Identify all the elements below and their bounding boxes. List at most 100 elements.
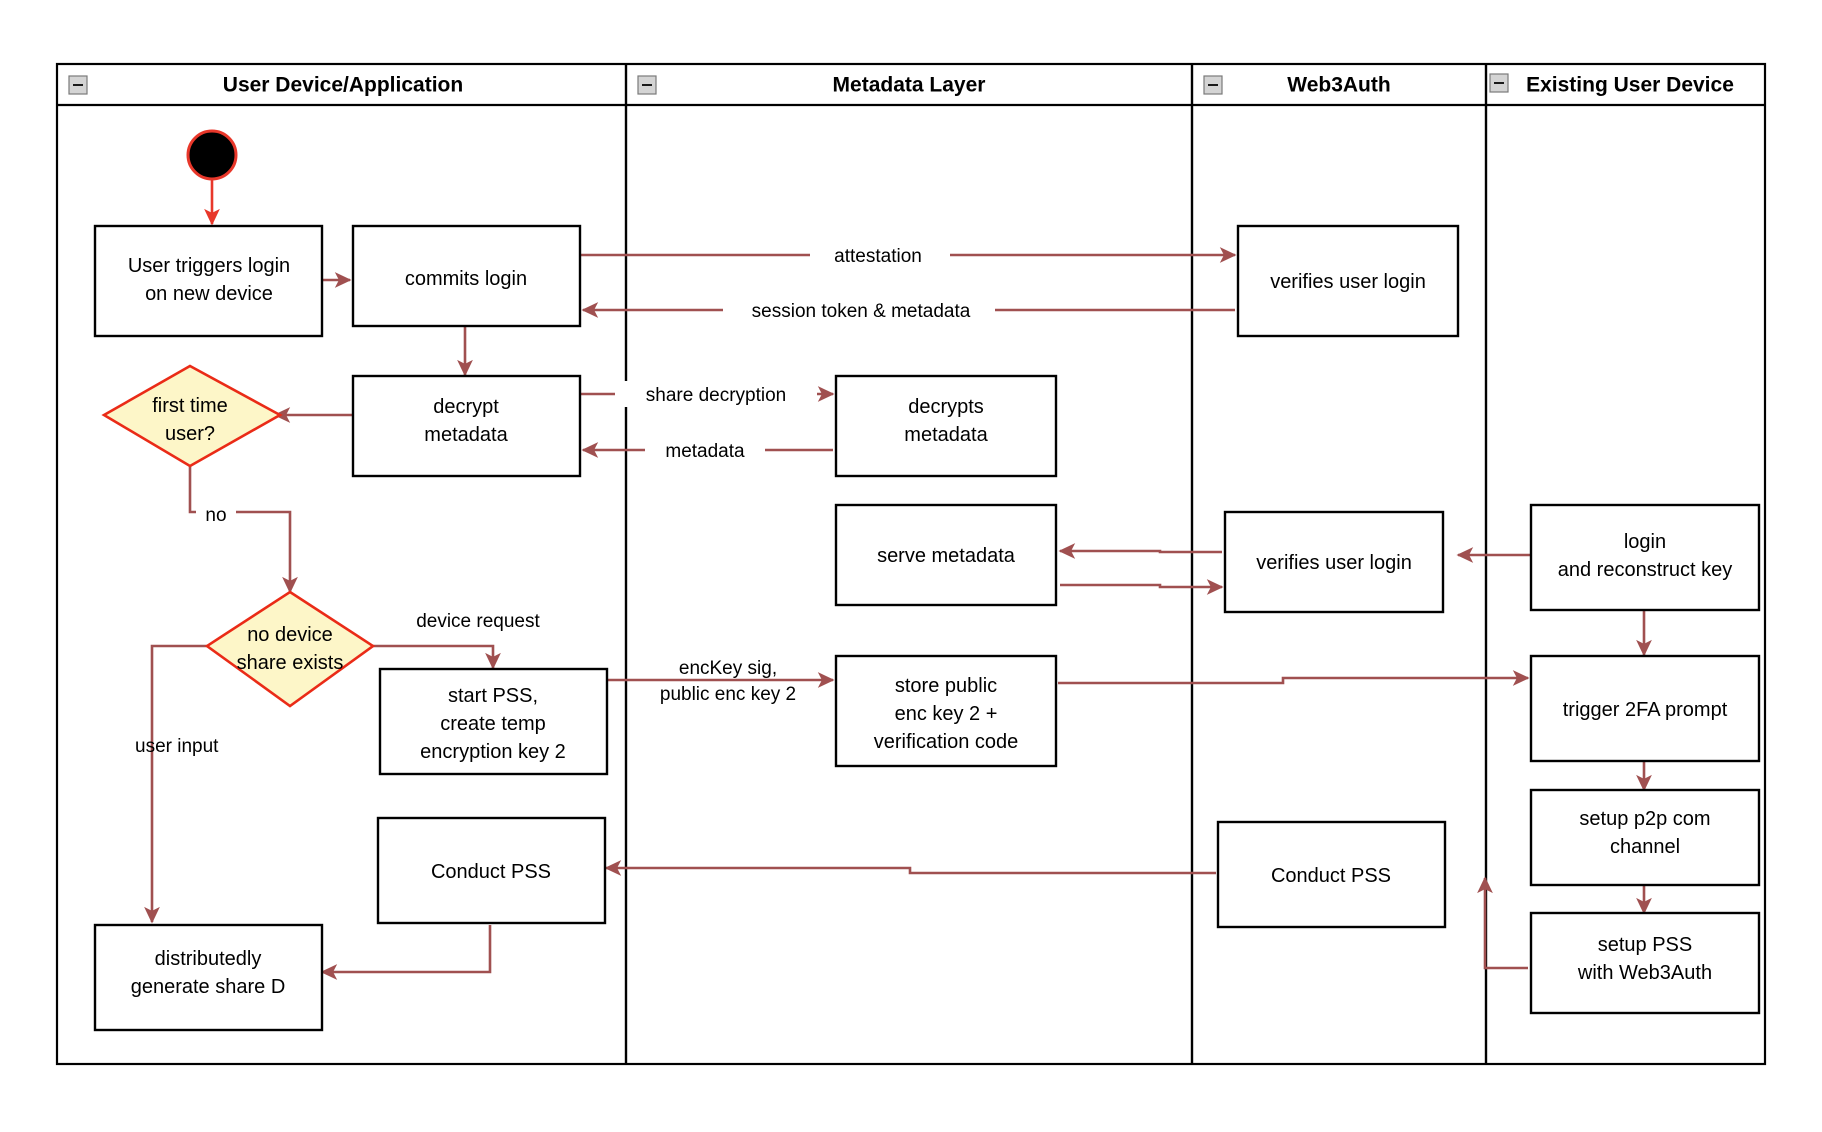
edge-label-device-request: device request — [416, 611, 540, 632]
lane-header-metadata[interactable]: Metadata Layer — [637, 74, 986, 97]
edge-labels-layer: attestation session token & metadata sha… — [135, 242, 995, 757]
svg-text:on new device: on new device — [145, 283, 273, 305]
lane-header-web3auth[interactable]: Web3Auth — [1203, 74, 1391, 97]
edge-label-attestation: attestation — [834, 246, 922, 267]
node-setup-pss-with-web3auth[interactable]: setup PSS with Web3Auth — [1529, 911, 1761, 1015]
svg-text:generate share D: generate share D — [131, 976, 286, 998]
svg-text:setup PSS: setup PSS — [1598, 934, 1693, 956]
node-box[interactable] — [93, 224, 324, 338]
node-conduct-pss-user[interactable]: Conduct PSS — [376, 816, 607, 925]
svg-text:Conduct PSS: Conduct PSS — [431, 861, 551, 883]
svg-text:first time: first time — [152, 395, 228, 417]
edge-label-metadata: metadata — [665, 441, 745, 462]
node-trigger-2fa-prompt[interactable]: trigger 2FA prompt — [1529, 654, 1761, 763]
svg-text:trigger 2FA prompt: trigger 2FA prompt — [1563, 699, 1728, 721]
edge-user-input-line — [144, 644, 208, 924]
svg-text:encKey sig,: encKey sig, — [679, 658, 777, 679]
start-node-circle — [186, 129, 238, 181]
edge-conduct-pss-web3auth-to-user — [604, 860, 1216, 876]
label-bg — [810, 242, 950, 268]
node-box[interactable] — [834, 374, 1058, 478]
lane-header-user-device[interactable]: User Device/Application — [68, 74, 463, 97]
node-box[interactable] — [378, 667, 609, 776]
svg-text:login: login — [1624, 531, 1666, 553]
edges-layer — [144, 178, 1652, 980]
node-no-device-share-exists[interactable]: no device share exists — [204, 590, 376, 708]
node-box[interactable] — [1529, 911, 1761, 1015]
lane-title-existing-device: Existing User Device — [1526, 74, 1734, 97]
node-login-and-reconstruct-key[interactable]: login and reconstruct key — [1529, 503, 1761, 612]
svg-text:User triggers login: User triggers login — [128, 255, 290, 277]
node-box[interactable] — [351, 374, 582, 478]
node-setup-p2p-com-channel[interactable]: setup p2p com channel — [1529, 788, 1761, 887]
edge-label-user-input: user input — [135, 736, 219, 757]
svg-text:start PSS,: start PSS, — [448, 685, 538, 707]
node-start — [186, 129, 238, 181]
decision-diamond[interactable] — [101, 364, 283, 468]
node-decrypts-metadata[interactable]: decrypts metadata — [834, 374, 1058, 478]
label-bg — [723, 297, 995, 323]
node-box[interactable] — [1529, 788, 1761, 887]
edge-label-share-decryption: share decryption — [646, 385, 786, 406]
node-user-triggers-login[interactable]: User triggers login on new device — [93, 224, 324, 338]
lane-header-existing-device[interactable]: Existing User Device — [1489, 73, 1734, 97]
node-box[interactable] — [93, 923, 324, 1032]
node-start-pss-create-temp-key[interactable]: start PSS, create temp encryption key 2 — [378, 667, 609, 776]
edge-verifies2-to-serve-metadata — [1058, 543, 1222, 559]
node-verifies-user-login-1[interactable]: verifies user login — [1236, 224, 1460, 338]
svg-text:verifies user login: verifies user login — [1256, 552, 1412, 574]
lane-title-web3auth: Web3Auth — [1287, 74, 1390, 97]
svg-text:user?: user? — [165, 423, 215, 445]
node-box[interactable] — [376, 816, 607, 925]
edge-store-key-to-trigger-2fa — [1058, 670, 1530, 686]
svg-text:share exists: share exists — [237, 652, 344, 674]
node-distributedly-generate-share-d[interactable]: distributedly generate share D — [93, 923, 324, 1032]
node-box[interactable] — [1529, 654, 1761, 763]
svg-text:setup p2p com: setup p2p com — [1579, 808, 1710, 830]
node-verifies-user-login-2[interactable]: verifies user login — [1223, 510, 1445, 614]
edge-device-request-line — [372, 644, 501, 670]
node-store-public-enc-key[interactable]: store public enc key 2 + verification co… — [834, 654, 1058, 768]
lane-title-metadata: Metadata Layer — [833, 74, 986, 97]
edge-label-session-token: session token & metadata — [752, 301, 971, 322]
label-bg — [615, 381, 817, 407]
decision-diamond[interactable] — [204, 590, 376, 708]
edge-label-no: no — [205, 505, 226, 526]
svg-text:no device: no device — [247, 624, 333, 646]
node-serve-metadata[interactable]: serve metadata — [834, 503, 1058, 607]
edge-label-enckey-sig: encKey sig, public enc key 2 — [660, 658, 796, 705]
node-box[interactable] — [351, 224, 582, 328]
svg-text:create temp: create temp — [440, 713, 546, 735]
node-conduct-pss-web3auth[interactable]: Conduct PSS — [1216, 820, 1447, 929]
edge-setup-pss-to-conduct-pss-web3auth — [1477, 876, 1528, 970]
node-box[interactable] — [834, 654, 1058, 768]
edge-serve-metadata-to-verifies2 — [1060, 579, 1224, 595]
node-first-time-user[interactable]: first time user? — [101, 364, 283, 468]
node-box[interactable] — [1223, 510, 1445, 614]
svg-text:channel: channel — [1610, 836, 1680, 858]
svg-text:public enc key 2: public enc key 2 — [660, 684, 796, 705]
label-bg — [645, 437, 765, 463]
edge-conduct-pss-to-generate-share-d — [320, 925, 492, 980]
svg-text:and reconstruct key: and reconstruct key — [1558, 559, 1733, 581]
node-box[interactable] — [1216, 820, 1447, 929]
svg-text:decrypt: decrypt — [433, 396, 499, 418]
lane-title-user-device: User Device/Application — [223, 74, 463, 97]
svg-text:verifies user login: verifies user login — [1270, 271, 1426, 293]
svg-text:distributedly: distributedly — [155, 948, 262, 970]
svg-text:commits login: commits login — [405, 268, 527, 290]
svg-text:Conduct PSS: Conduct PSS — [1271, 865, 1391, 887]
svg-text:verification code: verification code — [874, 731, 1019, 753]
edge-no-line — [188, 466, 298, 594]
node-commits-login[interactable]: commits login — [351, 224, 582, 328]
node-box[interactable] — [834, 503, 1058, 607]
svg-text:with Web3Auth: with Web3Auth — [1577, 962, 1712, 984]
svg-text:metadata: metadata — [904, 424, 988, 446]
node-box[interactable] — [1236, 224, 1460, 338]
svg-text:encryption key 2: encryption key 2 — [420, 741, 566, 763]
node-box[interactable] — [1529, 503, 1761, 612]
svg-text:metadata: metadata — [424, 424, 508, 446]
node-decrypt-metadata[interactable]: decrypt metadata — [351, 374, 582, 478]
label-bg — [196, 503, 236, 527]
